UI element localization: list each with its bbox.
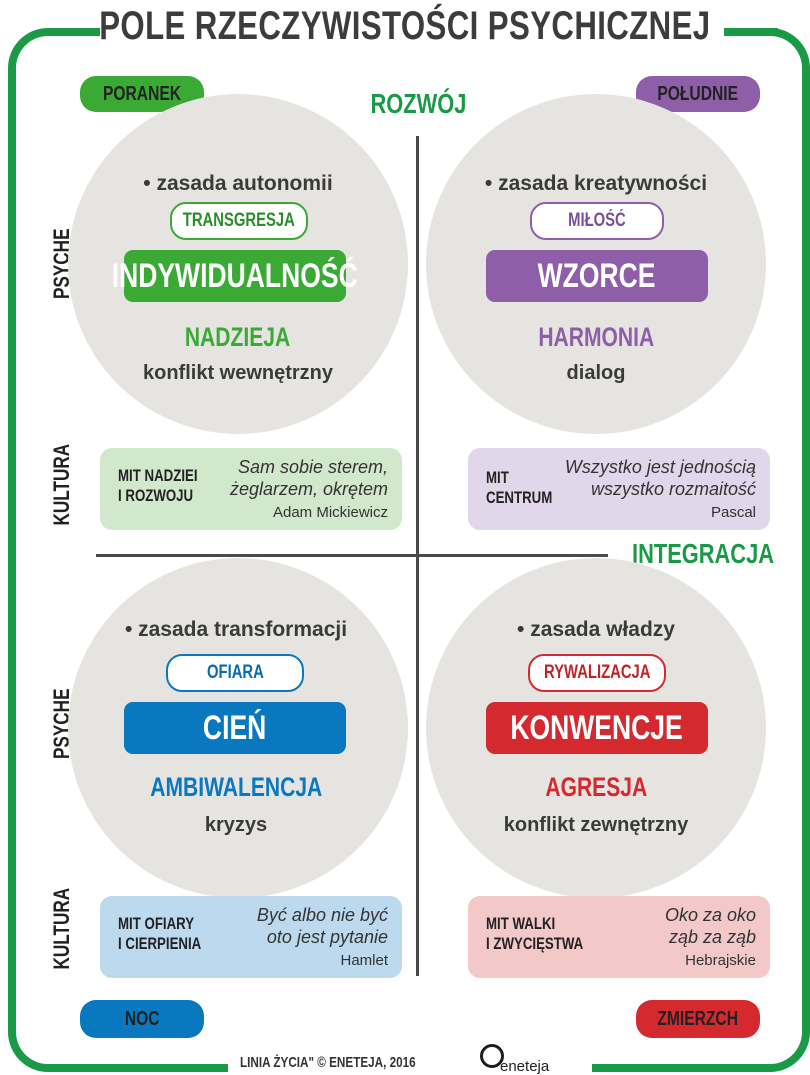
footer-copyright: LINIA ŻYCIA" © ENETEJA, 2016 <box>240 1054 416 1071</box>
frame-corner-tl <box>8 28 64 84</box>
frame-top-right <box>724 28 778 36</box>
value-br: RYWALIZACJA <box>528 654 666 692</box>
axis-label-integracja: INTEGRACJA <box>632 538 774 569</box>
side-label-kultura-bottom: KULTURA <box>49 887 74 970</box>
corner-top-left: PORANEK <box>80 76 204 112</box>
corner-bottom-right: ZMIERZCH <box>636 1000 760 1038</box>
state-tl: konflikt wewnętrzny <box>142 362 334 384</box>
frame-top-left <box>48 28 100 36</box>
principle-tl: • zasada autonomii <box>143 172 333 195</box>
footer-brand: eneteja <box>500 1058 550 1075</box>
myth-author-br: Hebrajskie <box>685 952 756 969</box>
page-title: POLE RZECZYWISTOŚCI PSYCHICZNEJ <box>99 4 711 48</box>
myth-quote-tl: Sam sobie sterem,żeglarzem, okrętem <box>229 457 388 499</box>
state-tr: dialog <box>566 362 626 384</box>
value-tr: MIŁOŚĆ <box>530 202 664 240</box>
principle-bl: • zasada transformacji <box>124 618 348 641</box>
value-tl: TRANSGRESJA <box>170 202 308 240</box>
frame-corner-br <box>762 1020 810 1072</box>
frame-bottom-right <box>592 1064 772 1072</box>
frame-corner-bl <box>8 1020 56 1072</box>
side-label-kultura-top: KULTURA <box>49 443 74 526</box>
main-tr: WZORCE <box>486 250 708 302</box>
principle-br: • zasada władzy <box>517 618 675 641</box>
value-bl: OFIARA <box>166 654 304 692</box>
emotion-tr: HARMONIA <box>538 322 654 352</box>
frame-right <box>802 70 810 1030</box>
state-bl: kryzys <box>204 814 268 836</box>
state-br: konflikt zewnętrzny <box>503 814 689 836</box>
main-bl: CIEŃ <box>124 702 346 754</box>
axis-label-rozwoj: ROZWÓJ <box>370 88 467 119</box>
corner-bottom-left: NOC <box>80 1000 204 1038</box>
myth-author-tr: Pascal <box>710 504 756 521</box>
frame-corner-tr <box>762 28 810 76</box>
eneteja-logo-icon <box>480 1044 504 1068</box>
emotion-bl: AMBIWALENCJA <box>150 772 322 802</box>
emotion-br: AGRESJA <box>545 772 647 802</box>
emotion-tl: NADZIEJA <box>185 322 291 352</box>
principle-tr: • zasada kreatywności <box>484 172 708 195</box>
horizontal-axis-line <box>96 554 608 557</box>
frame-left <box>8 70 16 1030</box>
myth-author-bl: Hamlet <box>340 952 388 969</box>
main-br: KONWENCJE <box>486 702 708 754</box>
frame-bottom-left <box>48 1064 228 1072</box>
main-tl: INDYWIDUALNOŚĆ <box>112 250 358 302</box>
myth-author-tl: Adam Mickiewicz <box>272 504 388 521</box>
